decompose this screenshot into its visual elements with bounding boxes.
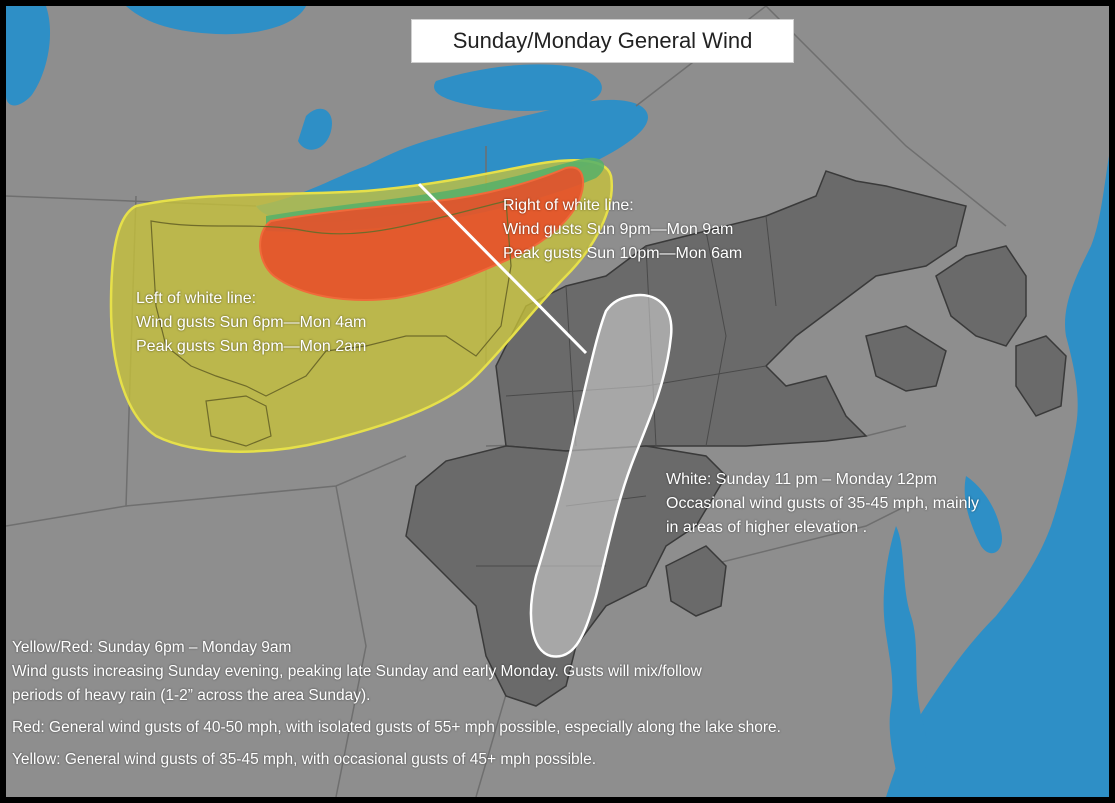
county-outlines-west — [150, 200, 512, 447]
legend-yellow-red-desc-2: periods of heavy rain (1-2” across the a… — [12, 687, 371, 704]
right-of-line-note: Right of white line: Wind gusts Sun 9pm—… — [503, 194, 742, 266]
white-zone-elevation: in areas of higher elevation . — [666, 519, 868, 536]
right-of-line-gusts: Wind gusts Sun 9pm—Mon 9am — [503, 221, 734, 238]
lake-huron — [298, 108, 332, 150]
left-of-line-peak: Peak gusts Sun 8pm—Mon 2am — [136, 338, 367, 355]
delaware-bay — [964, 476, 1002, 554]
white-zone-time: White: Sunday 11 pm – Monday 12pm — [666, 471, 937, 488]
lake-top — [126, 6, 306, 35]
white-zone-gusts: Occasional wind gusts of 35-45 mph, main… — [666, 495, 980, 512]
atlantic-ocean — [886, 156, 1109, 797]
lake-michigan — [6, 6, 51, 106]
left-of-line-note: Left of white line: Wind gusts Sun 6pm—M… — [136, 287, 366, 359]
bottom-legend: Yellow/Red: Sunday 6pm – Monday 9am Wind… — [12, 636, 781, 772]
map-title: Sunday/Monday General Wind — [411, 19, 794, 63]
right-of-line-heading: Right of white line: — [503, 197, 634, 214]
white-zone[interactable] — [529, 293, 673, 658]
legend-yellow-red-desc-1: Wind gusts increasing Sunday evening, pe… — [12, 663, 702, 680]
map-frame: Sunday/Monday General Wind Right of whit… — [6, 6, 1109, 797]
left-of-line-gusts: Wind gusts Sun 6pm—Mon 4am — [136, 314, 367, 331]
legend-red: Red: General wind gusts of 40-50 mph, wi… — [12, 719, 781, 736]
white-zone-note: White: Sunday 11 pm – Monday 12pm Occasi… — [666, 468, 979, 540]
right-of-line-peak: Peak gusts Sun 10pm—Mon 6am — [503, 245, 743, 262]
lake-ontario — [434, 64, 602, 111]
white-dividing-line — [417, 182, 588, 355]
legend-yellow: Yellow: General wind gusts of 35-45 mph,… — [12, 751, 597, 768]
wind-map — [6, 6, 1109, 797]
left-of-line-heading: Left of white line: — [136, 290, 257, 307]
chesapeake-bay — [883, 526, 927, 797]
legend-yellow-red-time: Yellow/Red: Sunday 6pm – Monday 9am — [12, 639, 292, 656]
